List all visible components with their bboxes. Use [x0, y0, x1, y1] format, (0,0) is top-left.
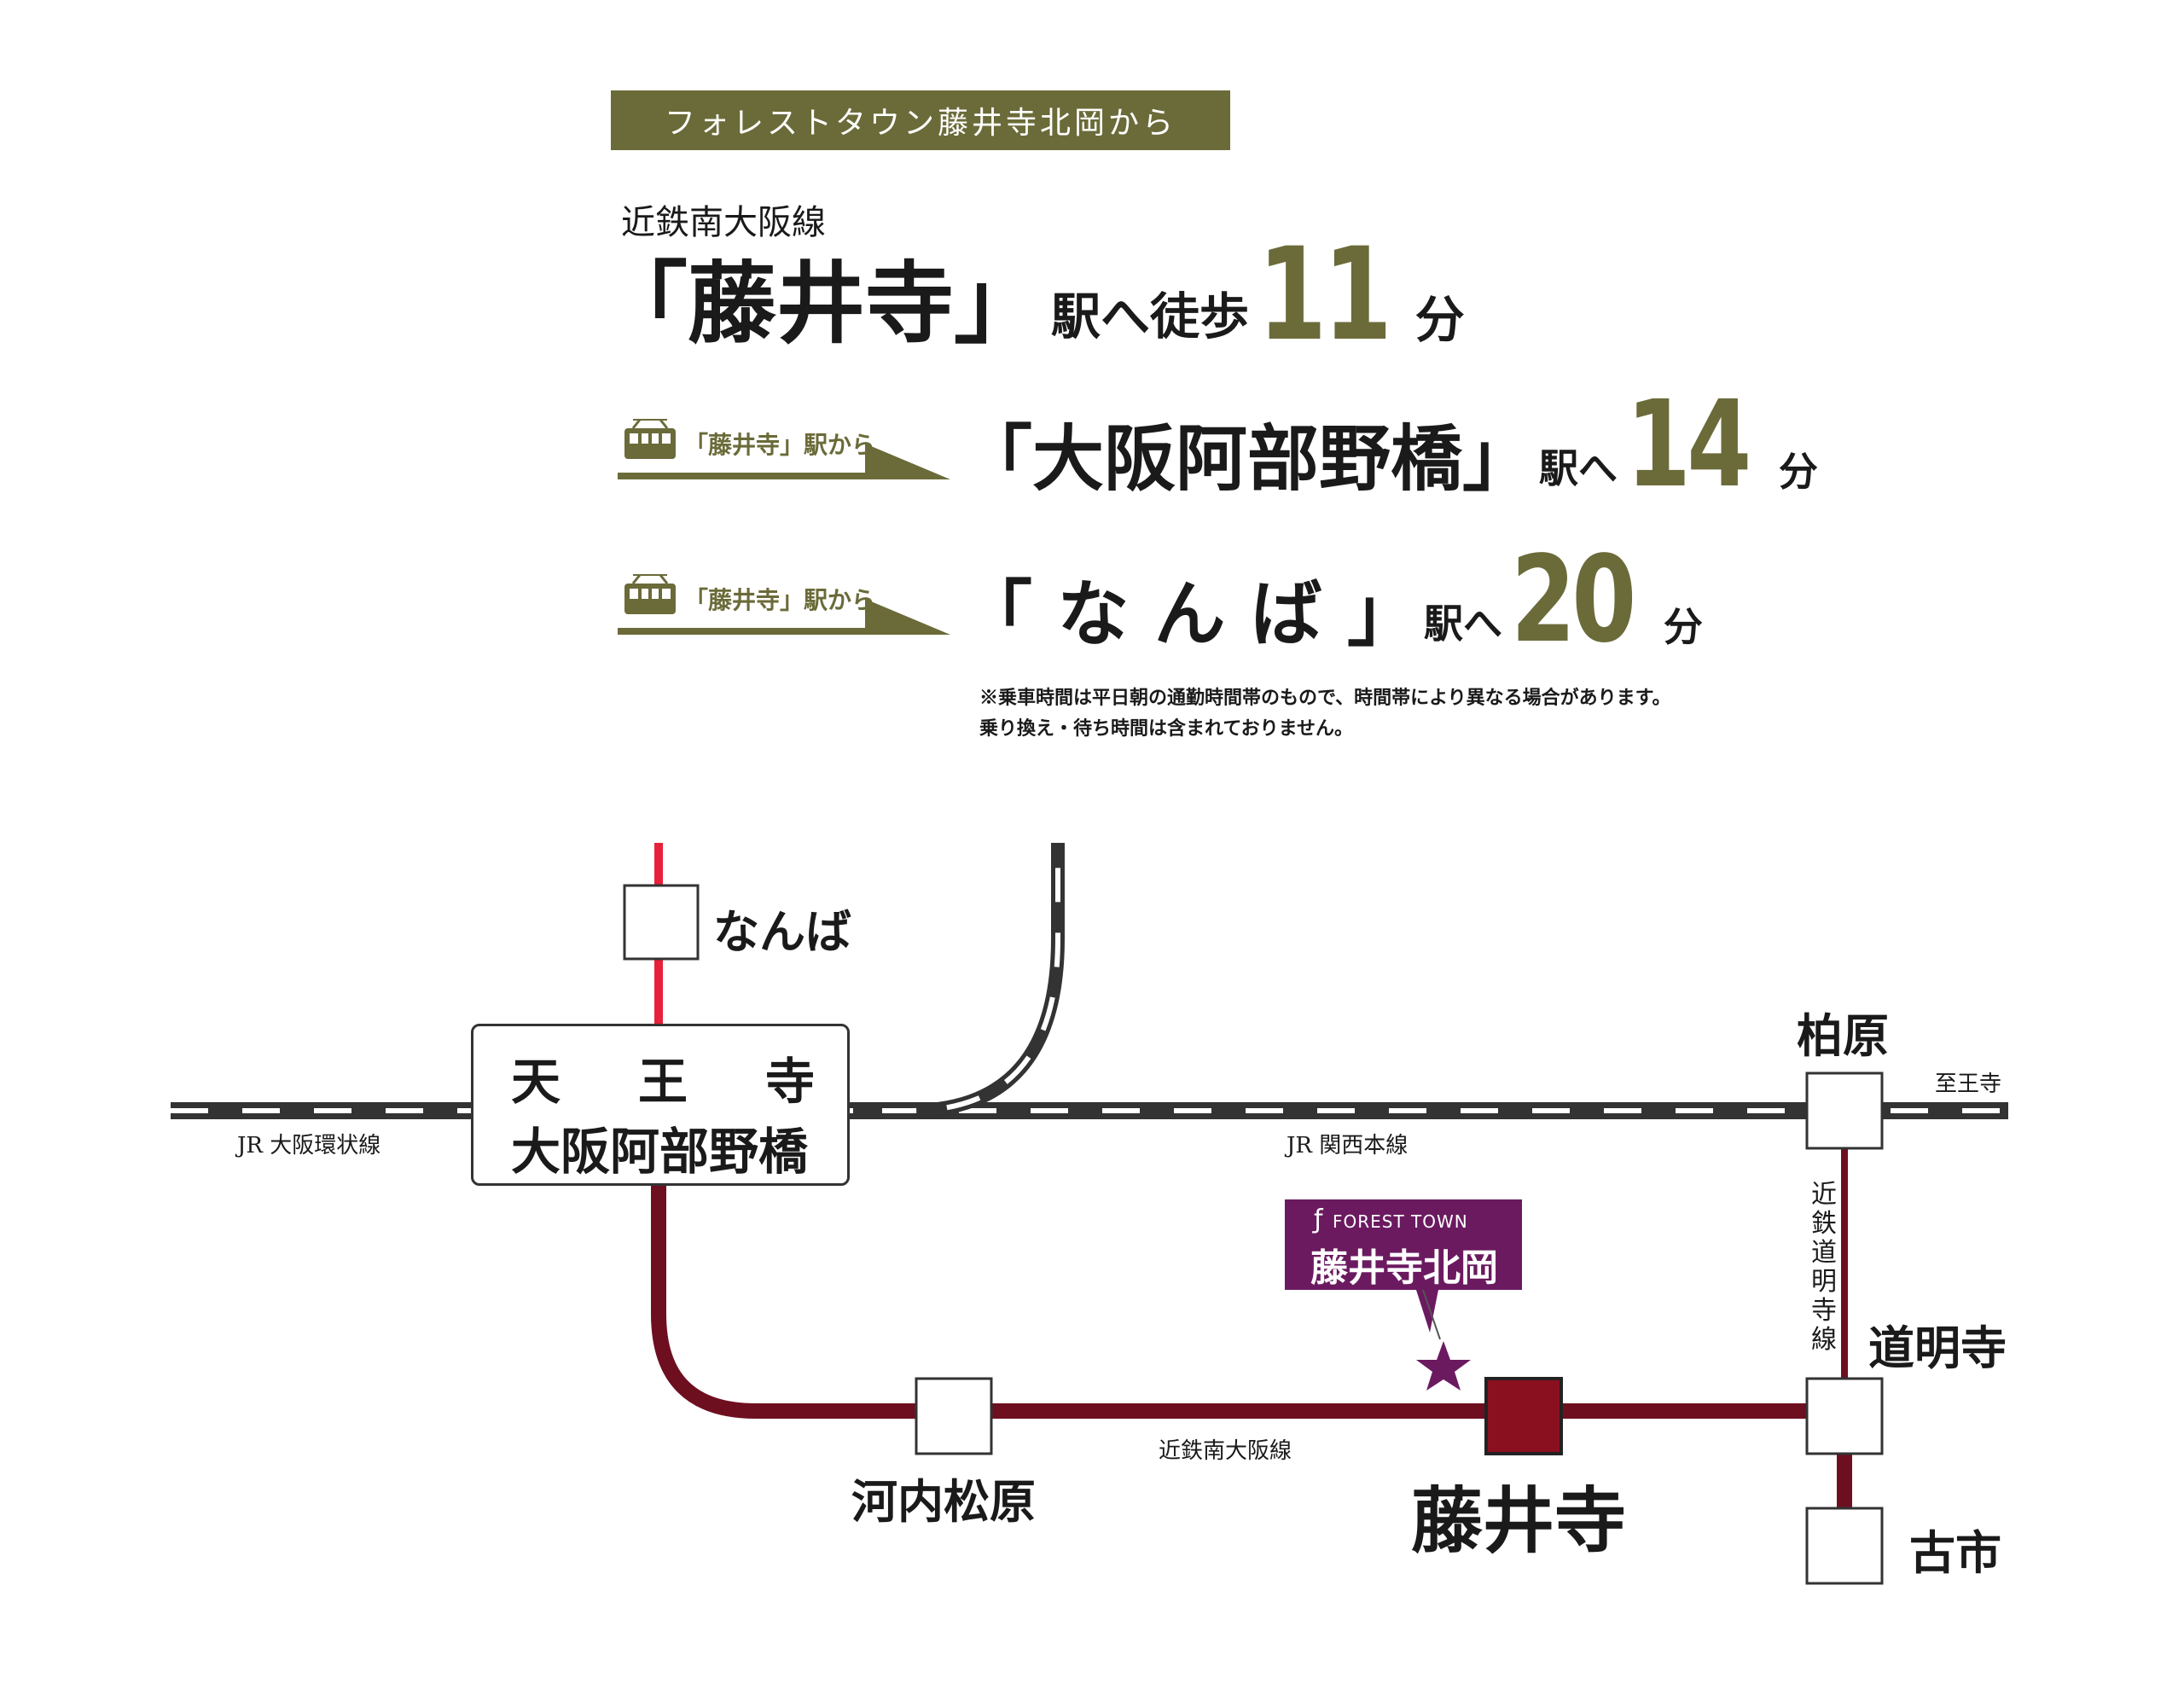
- furuichi-station-label: 古市: [1909, 1525, 2001, 1580]
- fujiidera-station-box: [1484, 1377, 1563, 1455]
- ride-unit: 分: [1778, 449, 1818, 495]
- forest-town-property-label: ƒ FOREST TOWN 藤井寺北岡: [1285, 1199, 1522, 1290]
- ride-minutes: 20: [1510, 531, 1636, 671]
- arrow-head: [865, 599, 950, 635]
- property-pointer: [1416, 1290, 1438, 1333]
- footnote-line-1: ※乗車時間は平日朝の通勤時間帯のもので、時間帯により異なる場合があります。: [979, 687, 1671, 709]
- walk-station-name: 「藤井寺」: [599, 251, 1043, 356]
- ride-minutes: 14: [1626, 375, 1751, 515]
- from-label: 「藤井寺」駅から: [684, 586, 876, 614]
- walk-time-row: 「藤井寺」 駅へ徒歩 11 分: [599, 220, 1465, 369]
- tennoji-name: 天 王 寺: [511, 1042, 815, 1113]
- footnote-line-2: 乗り換え・待ち時間は含まれておりません。: [979, 717, 1354, 740]
- property-pointer-line: [1422, 1289, 1441, 1340]
- ride-suffix: 駅へ: [1539, 445, 1618, 491]
- tennoji-char: 王: [637, 1053, 688, 1111]
- line-label: 近鉄南大阪線: [621, 203, 826, 242]
- kashiwara-station-label: 柏原: [1797, 1008, 1889, 1063]
- footnote: ※乗車時間は平日朝の通勤時間帯のもので、時間帯により異なる場合があります。 乗り…: [979, 682, 1670, 744]
- jr-curve-track: [882, 843, 1065, 1118]
- tennoji-abenobashi-station: 天 王 寺 大阪阿部野橋: [471, 1024, 850, 1186]
- kintetsu-minami-osaka-label: 近鉄南大阪線: [1159, 1438, 1292, 1464]
- kawachimatsubara-station-box: [915, 1377, 993, 1455]
- train-icon: [624, 419, 676, 459]
- walk-unit: 分: [1414, 291, 1465, 349]
- namba-station-label: なんば: [713, 904, 851, 959]
- forest-town-logo-icon: ƒ: [1314, 1205, 1323, 1234]
- ride-row-abenobashi: 「大阪阿部野橋」 駅へ 14 分: [961, 375, 1818, 515]
- property-star-icon: [1416, 1341, 1471, 1391]
- train-icon: [624, 574, 676, 614]
- walk-minutes: 11: [1258, 221, 1392, 369]
- furuichi-station-box: [1805, 1507, 1884, 1585]
- fujiidera-station-label: 藤井寺: [1411, 1478, 1627, 1563]
- ride-row-namba: 「 な ん ば 」 駅へ 20 分: [961, 531, 1703, 671]
- ride-destination: 「 な ん ば 」: [961, 572, 1419, 656]
- ride-suffix: 駅へ: [1423, 601, 1502, 647]
- arrow-bar: [618, 473, 908, 479]
- ride-destination: 「大阪阿部野橋」: [961, 416, 1535, 501]
- from-fujiidera-badge-1: 「藤井寺」駅から: [618, 418, 959, 486]
- jr-kansai-line-label: JR 関西本線: [1287, 1133, 1409, 1158]
- kashiwara-station-box: [1805, 1071, 1884, 1150]
- walk-text: 駅へ徒歩: [1051, 287, 1250, 346]
- forest-town-brand: FOREST TOWN: [1333, 1211, 1468, 1232]
- property-name: 藤井寺北岡: [1310, 1246, 1498, 1290]
- domyoji-station-box: [1805, 1377, 1884, 1455]
- jr-main-track: [171, 1102, 2008, 1119]
- arrow-head: [865, 444, 950, 479]
- kintetsu-minami-osaka-line: [651, 1184, 1844, 1419]
- origin-banner: フォレストタウン藤井寺北岡から: [611, 90, 1230, 150]
- from-label: 「藤井寺」駅から: [684, 431, 876, 459]
- namba-station-box: [623, 884, 700, 961]
- kintetsu-domyoji-label: 近鉄道明寺線: [1811, 1180, 1837, 1355]
- kawachimatsubara-station-label: 河内松原: [851, 1474, 1036, 1529]
- jr-loop-line-label: JR 大阪環状線: [237, 1133, 381, 1158]
- ride-unit: 分: [1663, 604, 1703, 650]
- domyoji-station-label: 道明寺: [1868, 1321, 2007, 1375]
- abenobashi-name: 大阪阿部野橋: [511, 1123, 809, 1181]
- from-fujiidera-badge-2: 「藤井寺」駅から: [618, 573, 959, 642]
- arrow-bar: [618, 628, 908, 635]
- tennoji-char: 寺: [764, 1053, 815, 1111]
- tennoji-char: 天: [511, 1053, 561, 1111]
- to-oji-label: 至王寺: [1935, 1071, 2002, 1097]
